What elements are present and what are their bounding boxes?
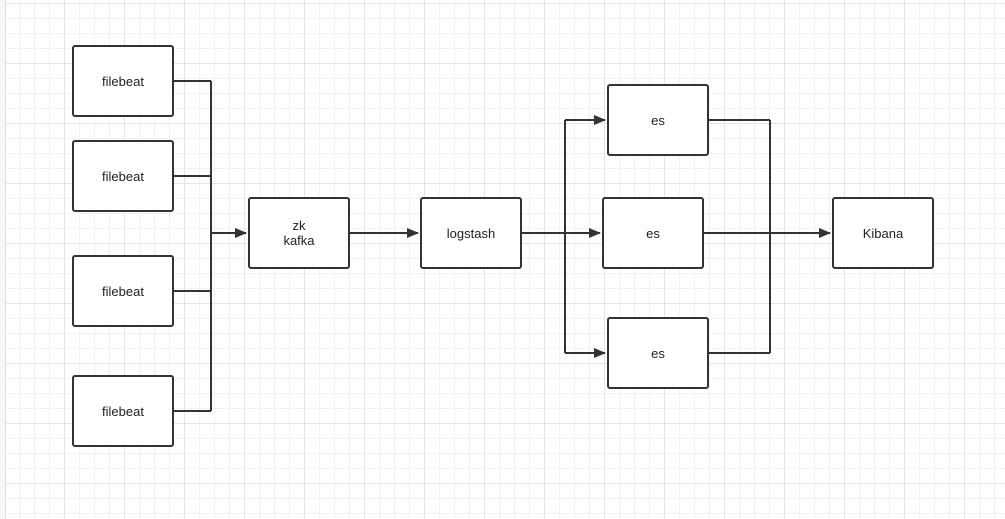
zk-kafka-node[interactable]: zk kafka — [248, 197, 350, 269]
es-node-2[interactable]: es — [602, 197, 704, 269]
filebeat-node-4[interactable]: filebeat — [72, 375, 174, 447]
canvas-left-gutter — [0, 0, 6, 519]
node-label: es — [651, 345, 665, 361]
node-label: filebeat — [102, 168, 144, 184]
es-node-3[interactable]: es — [607, 317, 709, 389]
logstash-node[interactable]: logstash — [420, 197, 522, 269]
node-label-stack: zk kafka — [283, 218, 314, 248]
es-node-1[interactable]: es — [607, 84, 709, 156]
node-label: Kibana — [862, 225, 904, 241]
filebeat-node-1[interactable]: filebeat — [72, 45, 174, 117]
node-label: es — [651, 112, 665, 128]
filebeat-node-3[interactable]: filebeat — [72, 255, 174, 327]
node-label-kafka: kafka — [283, 233, 315, 248]
node-label: filebeat — [102, 73, 144, 89]
node-label: logstash — [446, 225, 496, 241]
kibana-node[interactable]: Kibana — [832, 197, 934, 269]
node-label-zk: zk — [292, 218, 306, 233]
node-label: filebeat — [102, 283, 144, 299]
node-label: filebeat — [102, 403, 144, 419]
node-label: es — [646, 225, 660, 241]
filebeat-node-2[interactable]: filebeat — [72, 140, 174, 212]
